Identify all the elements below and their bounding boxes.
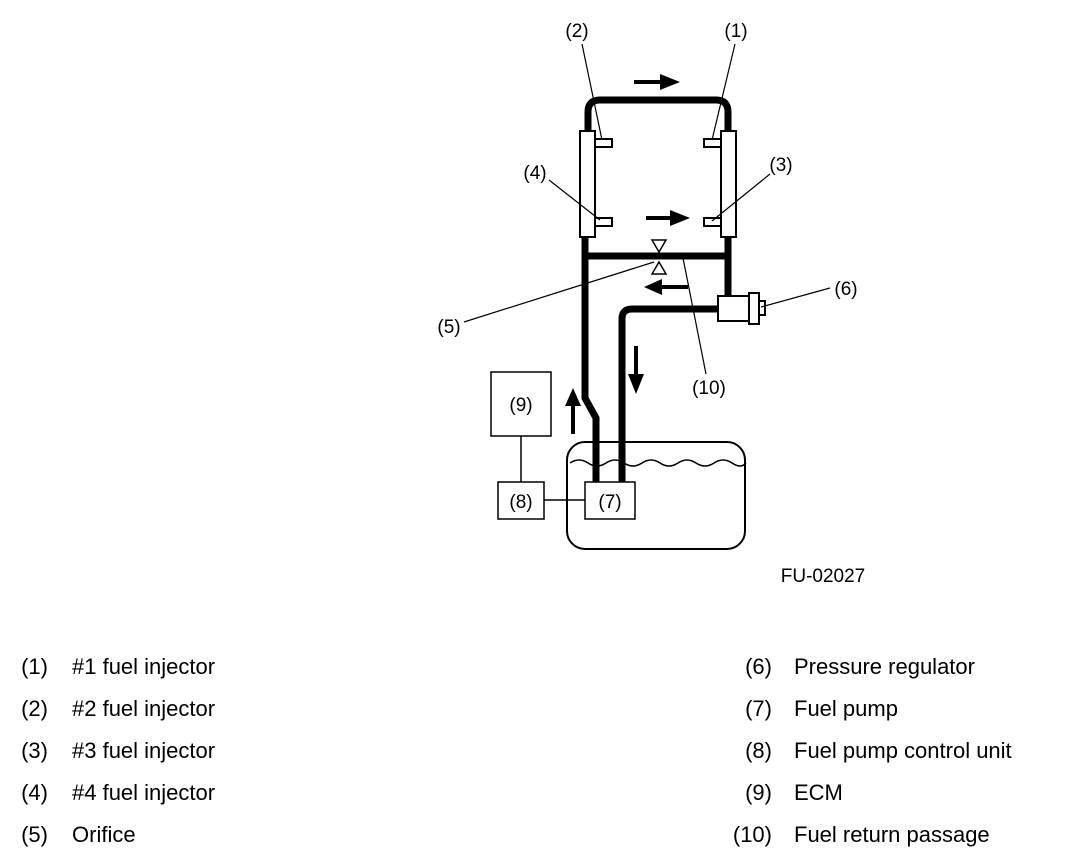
callout-label-2: (2) bbox=[565, 21, 588, 42]
callout-label-4: (4) bbox=[523, 163, 546, 184]
callout-label-10: (10) bbox=[692, 378, 726, 399]
legend-text: Fuel return passage bbox=[794, 822, 990, 847]
callout-label-9: (9) bbox=[509, 395, 532, 416]
flow-arrow-right-middle bbox=[646, 210, 690, 226]
legend-text: #1 fuel injector bbox=[72, 654, 216, 679]
leader-line-5 bbox=[463, 261, 655, 323]
legend-number: (3) bbox=[21, 738, 48, 763]
legend-number: (1) bbox=[21, 654, 48, 679]
legend-text: Fuel pump control unit bbox=[794, 738, 1012, 763]
legend-text: Pressure regulator bbox=[794, 654, 975, 679]
fuel-pump-box bbox=[584, 481, 636, 520]
legend-number: (6) bbox=[745, 654, 772, 679]
injector-4 bbox=[594, 217, 613, 227]
leader-line-2 bbox=[581, 43, 603, 141]
rail-crossover-line bbox=[584, 96, 732, 131]
callout-label-6: (6) bbox=[834, 279, 857, 300]
leader-line-3 bbox=[711, 173, 771, 222]
legend-text: Orifice bbox=[72, 822, 136, 847]
legend-number: (4) bbox=[21, 780, 48, 805]
legend-text: #2 fuel injector bbox=[72, 696, 216, 721]
callout-label-1: (1) bbox=[724, 21, 747, 42]
leader-line-6 bbox=[760, 287, 831, 308]
leader-line-1 bbox=[711, 43, 736, 141]
callout-label-5: (5) bbox=[437, 317, 460, 338]
fuel-level-wave bbox=[569, 459, 747, 467]
leader-line-10 bbox=[682, 257, 707, 375]
fuel-feed-line bbox=[581, 236, 600, 490]
leader-line-4 bbox=[548, 179, 601, 221]
callout-label-8: (8) bbox=[509, 492, 532, 513]
pressure-regulator bbox=[717, 292, 766, 325]
flow-arrow-left-return bbox=[644, 279, 688, 295]
callout-label-7: (7) bbox=[598, 492, 621, 513]
injector-3 bbox=[703, 217, 722, 227]
injector-2 bbox=[594, 138, 613, 148]
legend-number: (5) bbox=[21, 822, 48, 847]
control-unit-box bbox=[497, 481, 545, 520]
callout-label-3: (3) bbox=[769, 155, 792, 176]
flow-arrow-right-top bbox=[634, 74, 680, 90]
fuel-tank bbox=[566, 441, 746, 550]
legend-number: (7) bbox=[745, 696, 772, 721]
legend-number: (10) bbox=[732, 822, 772, 847]
legend-number: (8) bbox=[745, 738, 772, 763]
left-fuel-rail bbox=[579, 130, 596, 238]
injector-1 bbox=[703, 138, 722, 148]
fuel-system-diagram: (2) (1) (4) (3) (5) (6) (10) (9) (8) (7)… bbox=[437, 21, 866, 587]
legend-text: ECM bbox=[794, 780, 843, 805]
legend-number: (9) bbox=[745, 780, 772, 805]
legend-text: #3 fuel injector bbox=[72, 738, 216, 763]
orifice-icon bbox=[650, 239, 668, 275]
legend-text: Fuel pump bbox=[794, 696, 898, 721]
flow-arrow-down-return bbox=[628, 346, 644, 394]
right-fuel-rail bbox=[720, 130, 737, 238]
figure-code: FU-02027 bbox=[781, 566, 866, 587]
fuel-return-line bbox=[618, 305, 720, 490]
legend-text: #4 fuel injector bbox=[72, 780, 216, 805]
flow-arrow-up-feed bbox=[565, 388, 581, 434]
legend-number: (2) bbox=[21, 696, 48, 721]
